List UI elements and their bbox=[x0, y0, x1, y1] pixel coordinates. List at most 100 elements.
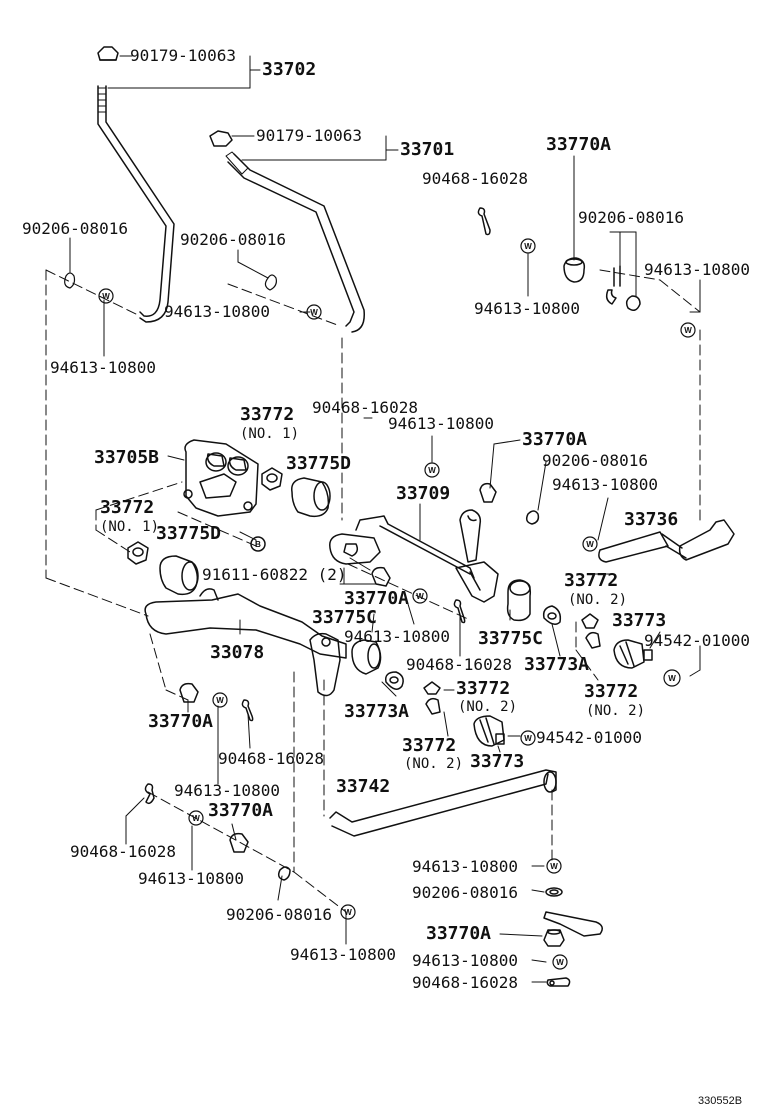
retainer-33772-c bbox=[581, 613, 599, 629]
label-33773-b: 33773 bbox=[470, 751, 525, 772]
svg-text:W: W bbox=[428, 466, 436, 475]
label-90179-10063-a: 90179-10063 bbox=[130, 46, 236, 65]
label-33773a-a: 33773A bbox=[524, 654, 590, 675]
label-33775d-b: 33775D bbox=[156, 523, 222, 544]
label-94613-10800-top: 94613-10800 bbox=[474, 299, 580, 318]
label-33770a-c: 33770A bbox=[344, 588, 410, 609]
label-94613-10800-f: 94613-10800 bbox=[138, 869, 244, 888]
label-94542-01000-b: 94542-01000 bbox=[536, 728, 642, 747]
label-33770a-top: 33770A bbox=[546, 134, 612, 155]
label-90179-10063-b: 90179-10063 bbox=[256, 126, 362, 145]
label-no2-a: (NO. 2) bbox=[568, 592, 628, 608]
clip-90468-mid bbox=[453, 599, 466, 624]
label-33775d-a: 33775D bbox=[286, 453, 352, 474]
label-33772-no2-b: 33772 bbox=[584, 681, 639, 702]
label-94613-10800-e: 94613-10800 bbox=[174, 781, 280, 800]
label-33773-a: 33773 bbox=[612, 610, 667, 631]
seat-33773a-left bbox=[384, 671, 404, 690]
label-90206-08016-r: 90206-08016 bbox=[542, 451, 648, 470]
label-33709: 33709 bbox=[396, 483, 451, 504]
label-no1-a: (NO. 1) bbox=[240, 426, 300, 442]
label-no2-d: (NO. 2) bbox=[404, 756, 464, 772]
svg-text:W: W bbox=[550, 862, 558, 871]
label-33772-no1-b: 33772 bbox=[100, 497, 155, 518]
svg-text:W: W bbox=[102, 292, 110, 301]
label-33772-no1-a: 33772 bbox=[240, 404, 295, 425]
label-33775c-a: 33775C bbox=[312, 607, 378, 628]
label-33705b: 33705B bbox=[94, 447, 160, 468]
svg-text:W: W bbox=[216, 696, 224, 705]
washers-top-right bbox=[605, 265, 641, 311]
bolt-91611 bbox=[250, 536, 266, 552]
svg-text:W: W bbox=[524, 242, 532, 251]
bracket-33705b bbox=[183, 439, 259, 517]
label-33772-no2-c: 33772 bbox=[456, 678, 511, 699]
label-94613-10800-i: 94613-10800 bbox=[412, 951, 518, 970]
svg-text:W: W bbox=[586, 540, 594, 549]
label-90468-16028-mid: 90468-16028 bbox=[312, 398, 418, 417]
label-33736: 33736 bbox=[624, 509, 679, 530]
washer-90206-bottom bbox=[545, 887, 563, 897]
label-94613-10800-c: 94613-10800 bbox=[388, 414, 494, 433]
label-90468-16028-top: 90468-16028 bbox=[422, 169, 528, 188]
label-33742: 33742 bbox=[336, 776, 391, 797]
label-33773a-b: 33773A bbox=[344, 701, 410, 722]
shift-rod-33701 bbox=[209, 130, 365, 333]
bushing-33770a-lower bbox=[229, 832, 249, 853]
retainer-33772-a bbox=[423, 681, 441, 695]
label-33770a-e: 33770A bbox=[208, 800, 274, 821]
rod-33742 bbox=[329, 769, 557, 837]
svg-text:W: W bbox=[344, 908, 352, 917]
label-no2-c: (NO. 2) bbox=[458, 699, 518, 715]
lever-33078 bbox=[144, 588, 347, 697]
nut-33772-lower bbox=[127, 541, 149, 565]
label-90468-16028-f: 90468-16028 bbox=[412, 973, 518, 992]
shift-rod-33702 bbox=[97, 46, 175, 323]
label-91611-60822: 91611-60822 (2) bbox=[202, 565, 347, 584]
figure-code: 330552B bbox=[698, 1095, 743, 1107]
clip-90468-bottom bbox=[546, 977, 571, 987]
bushing-33770a-top bbox=[563, 257, 586, 283]
label-33770a-f: 33770A bbox=[426, 923, 492, 944]
label-33770a-mid: 33770A bbox=[522, 429, 588, 450]
seat-33773a-right bbox=[542, 605, 562, 625]
svg-text:W: W bbox=[556, 958, 564, 967]
label-90206-08016-mid: 90206-08016 bbox=[180, 230, 286, 249]
clip-90468-top bbox=[477, 207, 491, 236]
label-33702: 33702 bbox=[262, 59, 317, 80]
label-90468-16028-e: 90468-16028 bbox=[70, 842, 176, 861]
label-no2-b: (NO. 2) bbox=[586, 703, 646, 719]
label-94542-01000-a: 94542-01000 bbox=[644, 631, 750, 650]
label-94613-10800-h: 94613-10800 bbox=[290, 945, 396, 964]
bushing-33775d-upper bbox=[291, 477, 331, 518]
c-washers bbox=[64, 272, 277, 291]
shift-shaft-33709 bbox=[329, 509, 499, 603]
lock-washer-glyphs: W W W W W W W W W W W W W W B bbox=[102, 242, 692, 967]
label-33701: 33701 bbox=[400, 139, 455, 160]
bushing-33775d-lower bbox=[159, 555, 199, 596]
label-no1-b: (NO. 1) bbox=[100, 519, 160, 535]
label-94613-10800-d: 94613-10800 bbox=[344, 627, 450, 646]
svg-text:B: B bbox=[255, 540, 261, 549]
retainer-33772-d bbox=[585, 631, 601, 649]
lock-washers bbox=[98, 238, 696, 970]
label-90468-16028-c: 90468-16028 bbox=[406, 655, 512, 674]
hose-33736 bbox=[598, 519, 735, 563]
clip-90468-left bbox=[241, 699, 254, 722]
retainer-33772-b bbox=[425, 697, 441, 715]
label-94613-10800-tr: 94613-10800 bbox=[644, 260, 750, 279]
svg-text:W: W bbox=[684, 326, 692, 335]
svg-text:W: W bbox=[668, 674, 676, 683]
label-90468-16028-d: 90468-16028 bbox=[218, 749, 324, 768]
label-90206-08016-h: 90206-08016 bbox=[226, 905, 332, 924]
bushing-33770a-mid2 bbox=[371, 566, 391, 587]
svg-text:W: W bbox=[192, 814, 200, 823]
bushing-33770a-mid bbox=[479, 482, 497, 503]
bushing-33770a-left bbox=[179, 682, 199, 703]
label-90206-08016-left: 90206-08016 bbox=[22, 219, 128, 238]
nut-33772-upper bbox=[261, 467, 283, 491]
svg-text:W: W bbox=[416, 592, 424, 601]
dashed-guide-lines bbox=[45, 269, 701, 913]
